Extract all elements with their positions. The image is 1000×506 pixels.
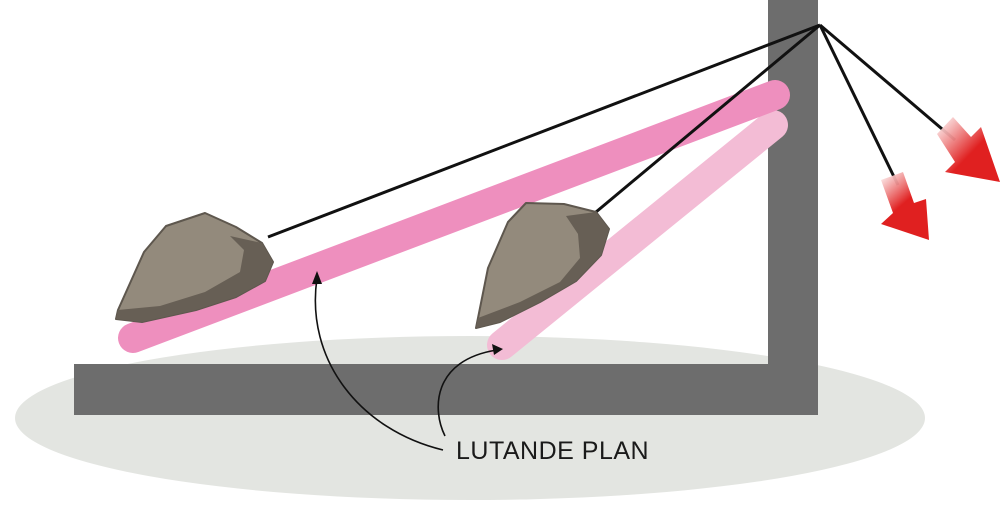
inclined-plane-shallow [118, 80, 790, 353]
inclined-plane-steep [487, 110, 788, 360]
stone-icon [115, 212, 274, 323]
stone-icon [475, 202, 610, 329]
wall-and-floor-frame [74, 0, 818, 415]
red-arrow-icon [937, 117, 1000, 182]
red-arrow-icon [881, 172, 929, 240]
pointer-to-steep-plane [437, 349, 498, 437]
label-pointers [314, 277, 498, 451]
arrowhead-icon [492, 344, 503, 355]
inclined-plane-label: LUTANDE PLAN [456, 437, 650, 465]
pointer-to-shallow-plane [314, 277, 444, 451]
rope-left-stone [267, 23, 821, 239]
arrowhead-icon [312, 271, 322, 284]
rope-right-stone [595, 23, 821, 214]
rope-to-arrow-2 [818, 24, 900, 186]
rope-to-arrow-1 [819, 23, 956, 142]
ropes [267, 23, 956, 239]
